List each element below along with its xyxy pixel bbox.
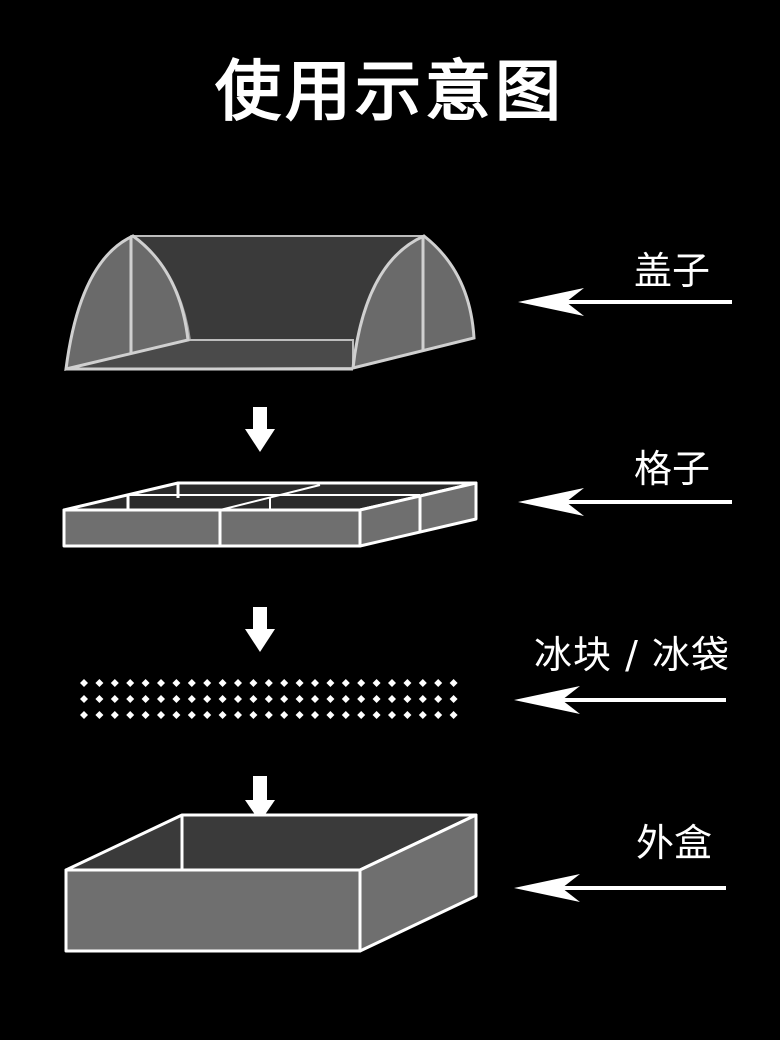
ice-dot: [295, 679, 304, 687]
ice-dot: [326, 679, 335, 687]
ice-dot: [172, 711, 181, 719]
down-arrow-2: [245, 607, 275, 652]
ice-dot: [311, 679, 319, 687]
ice-dot: [403, 679, 412, 687]
ice-dot: [295, 695, 304, 703]
ice-dot: [187, 695, 196, 703]
ice-dot: [95, 679, 104, 687]
ice-dot: [110, 711, 119, 719]
pointer-arrow-box: [514, 874, 726, 902]
ice-dot: [264, 695, 273, 703]
pointer-arrow-lid: [518, 288, 732, 316]
ice-dot: [449, 679, 458, 687]
ice-dot: [434, 679, 443, 687]
ice-dot: [280, 711, 289, 719]
ice-dot: [218, 711, 227, 719]
ice-dot: [141, 679, 150, 687]
ice-dot: [80, 695, 88, 703]
ice-dot: [234, 679, 242, 687]
ice-dot: [403, 711, 412, 719]
ice-dot: [388, 679, 396, 687]
box-front-face: [64, 868, 362, 953]
box-side-face: [358, 813, 478, 953]
down-arrow-1: [245, 407, 275, 452]
ice-dot: [141, 711, 150, 719]
page-title: 使用示意图: [215, 53, 565, 130]
ice-dot: [295, 711, 304, 719]
ice-dot: [434, 695, 443, 703]
ice-dot: [372, 695, 381, 703]
grid-side-face: [358, 481, 478, 548]
lid-left-arch: [64, 234, 190, 371]
ice-dot: [418, 711, 427, 719]
ice-dot: [218, 695, 227, 703]
ice-dot: [357, 695, 366, 703]
outer-box-illustration: [64, 813, 478, 953]
lid-illustration: [64, 234, 476, 371]
label-grid: 格子: [634, 447, 711, 491]
ice-dot: [249, 711, 258, 719]
ice-dot: [326, 711, 335, 719]
ice-dot: [157, 711, 165, 719]
ice-dots: [80, 679, 458, 719]
pointer-arrow-grid: [518, 488, 732, 516]
ice-dot: [141, 695, 150, 703]
ice-dot: [388, 711, 396, 719]
ice-dot: [280, 695, 289, 703]
ice-dot: [203, 679, 212, 687]
ice-dot: [357, 711, 366, 719]
label-outer-box: 外盒: [636, 821, 713, 865]
ice-dot: [264, 711, 273, 719]
ice-dot: [311, 711, 319, 719]
ice-dot: [449, 695, 458, 703]
lid-right-arch: [351, 234, 476, 370]
ice-dot: [341, 695, 350, 703]
ice-dot: [95, 711, 104, 719]
pointer-arrow-ice: [514, 686, 726, 714]
ice-dot: [187, 679, 196, 687]
down-arrow-3: [245, 776, 275, 822]
ice-dot: [80, 679, 88, 687]
ice-dot: [218, 679, 227, 687]
ice-dot: [357, 679, 366, 687]
ice-dot: [249, 695, 258, 703]
ice-dot: [372, 711, 381, 719]
grid-front-face: [62, 508, 362, 548]
ice-dot: [234, 695, 242, 703]
ice-dot: [126, 711, 135, 719]
ice-dot: [187, 711, 196, 719]
ice-dot: [110, 679, 119, 687]
ice-dot: [388, 695, 396, 703]
ice-dot: [95, 695, 104, 703]
ice-dot: [264, 679, 273, 687]
ice-dot: [203, 695, 212, 703]
ice-dot: [341, 679, 350, 687]
ice-dot: [403, 695, 412, 703]
ice-dot: [280, 679, 289, 687]
ice-dot: [249, 679, 258, 687]
ice-dot: [418, 695, 427, 703]
ice-dot: [418, 679, 427, 687]
label-ice: 冰块 / 冰袋: [534, 633, 730, 677]
ice-dot: [234, 711, 242, 719]
ice-dot: [157, 679, 165, 687]
ice-dot: [172, 695, 181, 703]
ice-dot: [110, 695, 119, 703]
ice-dot: [126, 695, 135, 703]
ice-dot: [434, 711, 443, 719]
ice-dot: [172, 679, 181, 687]
ice-dot: [449, 711, 458, 719]
ice-dot: [80, 711, 88, 719]
ice-dot: [311, 695, 319, 703]
ice-dot: [372, 679, 381, 687]
label-lid: 盖子: [634, 249, 711, 293]
ice-dot: [157, 695, 165, 703]
ice-dot: [126, 679, 135, 687]
grid-tray-illustration: [62, 481, 478, 548]
ice-dot: [203, 711, 212, 719]
ice-dot: [341, 711, 350, 719]
ice-dot: [326, 695, 335, 703]
